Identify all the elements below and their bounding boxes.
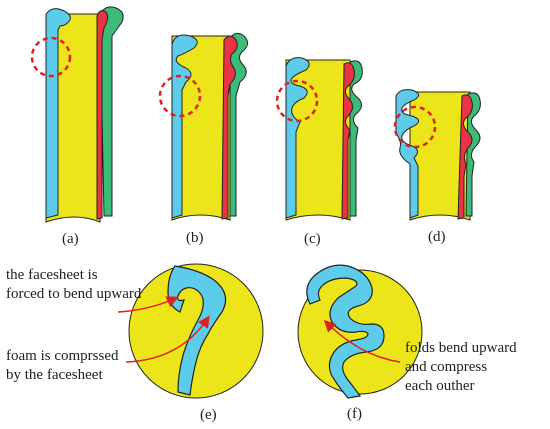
arrow-facesheet-bend [117,296,179,313]
panel-b-tube [158,32,248,221]
panel-label-a: (a) [62,231,79,247]
annotation-f-line1: folds bend upward [405,340,517,356]
annotation-e-bottom-line2: by the facesheet [6,367,103,383]
panel-a-foam-core [45,13,101,223]
panel-c-tube [275,57,363,221]
arrow-foam-compressed [125,315,210,363]
panel-label-d: (d) [428,229,446,245]
panel-c-foam-core [285,59,351,221]
panel-d-highlight-circle [393,105,437,149]
annotation-e-top-line1: the facesheet is [6,267,98,283]
panel-a-inner-facesheet [96,10,109,220]
panel-a-inner-coat [99,6,124,217]
panel-c-inner-facesheet [341,62,355,220]
panel-a-tube [30,6,124,223]
panel-b-inner-coat [229,32,248,217]
panel-label-b: (b) [186,230,204,246]
panel-d-foam-core [409,91,471,221]
panel-a-highlight-circle [30,36,72,78]
panel-c-highlight-circle [275,79,319,123]
annotation-f-line3: each outher [405,378,475,394]
panel-f-facesheet-fold [306,264,385,399]
annotation-e-top-line2: forced to bend upward [6,286,142,302]
panel-e-facesheet-fold [167,265,227,396]
arrow-folds-compress [323,319,401,363]
annotation-f-line2: and compress [405,359,487,375]
panel-c-outer-facesheet [285,57,310,219]
panel-f-zoom [297,264,423,399]
panel-e-zoom [128,263,264,399]
panel-d-outer-facesheet [395,89,419,219]
panel-a-outer-facesheet [45,8,71,219]
panel-b-highlight-circle [158,74,202,118]
annotation-e-bottom-line1: foam is comprssed [6,348,119,364]
panel-d-tube [393,89,481,221]
panel-label-e: (e) [200,407,217,423]
panel-b-outer-facesheet [171,34,198,219]
panel-b-inner-facesheet [221,35,238,220]
panel-c-inner-coat [349,60,363,217]
panel-d-inner-coat [465,92,481,217]
panel-label-f: (f) [347,406,362,422]
panel-d-inner-facesheet [457,94,473,220]
panel-label-c: (c) [304,231,321,247]
